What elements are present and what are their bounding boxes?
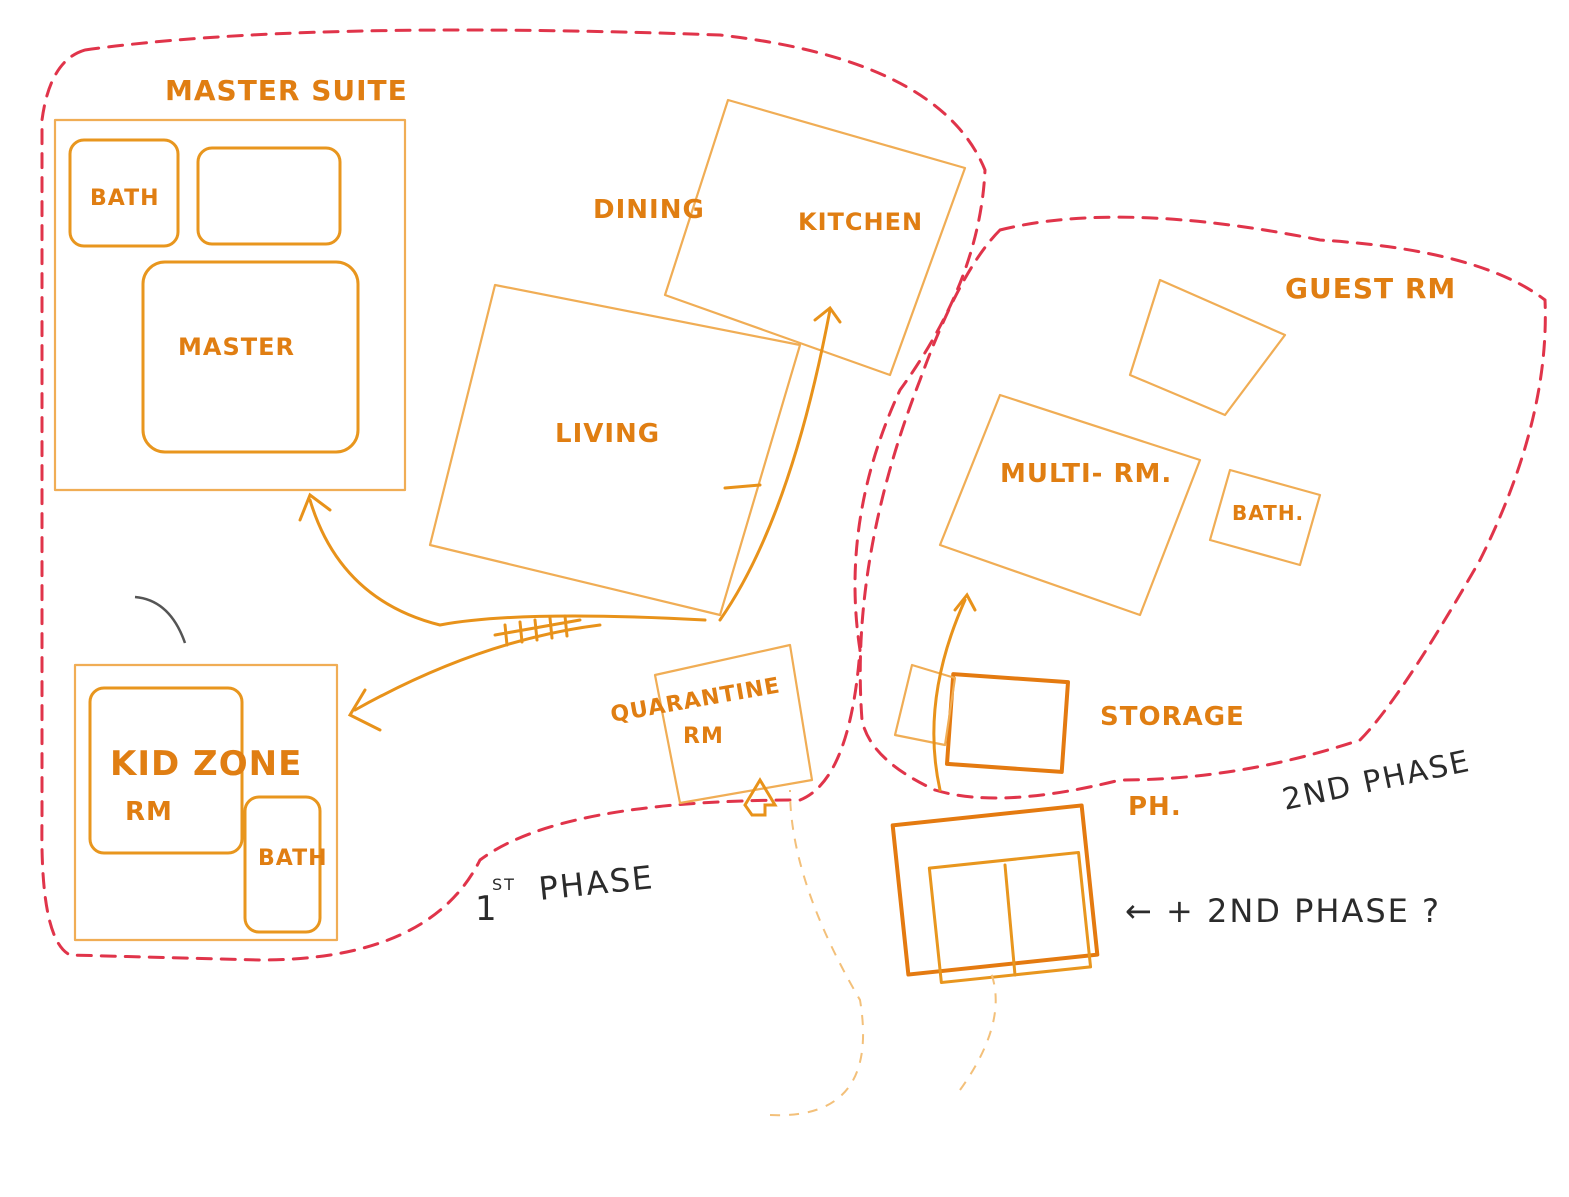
label-kid-zone: KID ZONE <box>110 744 302 784</box>
label-living: LIVING <box>555 419 660 449</box>
label-quarantine: QUARANTINE <box>609 673 783 727</box>
bath-room-3 <box>1208 468 1322 567</box>
label-guest-rm: GUEST RM <box>1285 272 1456 305</box>
path-to-master <box>308 498 707 627</box>
label-quarantine-rm: RM <box>683 724 724 749</box>
bath-room-1 <box>68 138 180 248</box>
label-bath-3: BATH. <box>1232 501 1304 525</box>
first-phase-boundary <box>40 28 987 962</box>
stray-stroke <box>134 595 187 644</box>
label-master-suite: MASTER SUITE <box>165 74 408 107</box>
label-first-phase-sup: ST <box>492 875 516 894</box>
kid-zone-room <box>88 686 244 855</box>
arrow-head-kidzone <box>347 688 382 732</box>
bath-room-2 <box>243 795 322 934</box>
storage-room <box>944 672 1070 774</box>
label-storage: STORAGE <box>1100 702 1245 732</box>
label-multi-rm: MULTI- RM. <box>1000 459 1172 489</box>
label-dining: DINING <box>593 195 705 225</box>
label-first-phase: PHASE <box>537 858 656 908</box>
label-second-phase-question: ← + 2ND PHASE ? <box>1125 892 1441 930</box>
closet-room <box>196 146 342 246</box>
entry-walk <box>769 789 865 1117</box>
living-room <box>428 283 802 617</box>
master-room <box>141 260 360 454</box>
label-kid-rm: RM <box>125 797 173 827</box>
label-ph: PH. <box>1128 792 1182 822</box>
entry-walk-2 <box>959 969 997 1091</box>
guest-room <box>1128 278 1287 417</box>
quarantine-room <box>653 643 814 805</box>
path-to-multi <box>932 592 977 792</box>
storage-side <box>893 663 957 747</box>
arrow-head-master <box>298 492 332 522</box>
path-quarantine-entry <box>743 777 778 817</box>
kid-zone-outline <box>73 663 339 942</box>
label-second-phase: 2ND PHASE <box>1279 744 1473 818</box>
master-suite-outline <box>53 118 407 492</box>
path-to-kitchen <box>718 308 832 622</box>
label-master: MASTER <box>178 333 295 361</box>
path-to-kidzone <box>353 623 602 712</box>
dining-kitchen-outline <box>663 98 967 377</box>
path-to-living <box>723 483 762 490</box>
stair-hatch <box>493 614 582 647</box>
label-bath-2: BATH <box>258 846 328 871</box>
pavilion-divider <box>1003 863 1017 977</box>
label-kitchen: KITCHEN <box>798 208 923 236</box>
pavilion-outer <box>890 803 1100 977</box>
arrow-head-kitchen <box>813 305 842 324</box>
label-first-phase-num: 1 <box>475 889 499 929</box>
label-bath-1: BATH <box>90 186 160 211</box>
multi-room <box>938 393 1202 617</box>
